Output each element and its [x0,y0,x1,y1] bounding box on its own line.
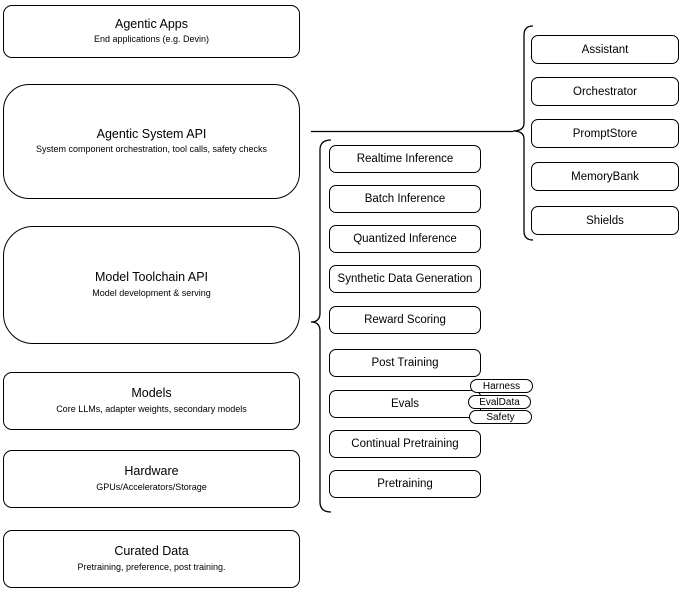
components-brace [512,25,534,241]
pill-label: Harness [482,380,521,392]
node-batch-inference: Batch Inference [329,185,481,213]
node-label: Post Training [371,357,439,369]
node-synthetic-data-generation: Synthetic Data Generation [329,265,481,293]
node-subtitle: Pretraining, preference, post training. [77,561,226,572]
node-label: Shields [586,214,624,227]
node-label: PromptStore [572,127,638,140]
toolchain-brace [310,139,332,513]
node-eval-evaldata: EvalData [468,395,531,409]
node-subtitle: GPUs/Accelerators/Storage [96,481,207,492]
node-subtitle: System component orchestration, tool cal… [35,144,268,155]
node-model-toolchain-api: Model Toolchain API Model development & … [3,226,300,344]
node-subtitle: Core LLMs, adapter weights, secondary mo… [56,403,247,414]
node-quantized-inference: Quantized Inference [329,225,481,253]
node-models: Models Core LLMs, adapter weights, secon… [3,372,300,430]
node-label: Synthetic Data Generation [337,273,473,285]
node-realtime-inference: Realtime Inference [329,145,481,173]
node-reward-scoring: Reward Scoring [329,306,481,334]
node-label: Pretraining [377,478,433,490]
node-eval-safety: Safety [469,410,532,424]
node-post-training: Post Training [329,349,481,377]
node-curated-data: Curated Data Pretraining, preference, po… [3,530,300,588]
node-agentic-system-api: Agentic System API System component orch… [3,84,300,199]
node-title: Model Toolchain API [94,270,209,285]
node-memorybank: MemoryBank [531,162,679,191]
node-orchestrator: Orchestrator [531,77,679,106]
node-label: Continual Pretraining [351,438,459,450]
pill-label: Safety [486,411,515,423]
node-assistant: Assistant [531,35,679,64]
node-promptstore: PromptStore [531,119,679,148]
pill-label: EvalData [479,396,520,408]
node-continual-pretraining: Continual Pretraining [329,430,481,458]
node-pretraining: Pretraining [329,470,481,498]
node-label: Reward Scoring [364,314,446,326]
node-label: Realtime Inference [356,153,454,165]
node-shields: Shields [531,206,679,235]
node-label: Assistant [581,43,629,56]
node-title: Models [131,386,172,401]
node-agentic-apps: Agentic Apps End applications (e.g. Devi… [3,5,300,58]
node-label: Quantized Inference [353,233,457,245]
node-title: Curated Data [114,544,189,559]
node-hardware: Hardware GPUs/Accelerators/Storage [3,450,300,508]
node-eval-harness: Harness [470,379,533,393]
node-title: Agentic System API [96,126,207,141]
node-label: MemoryBank [571,170,639,183]
node-label: Orchestrator [573,85,637,98]
node-title: Hardware [124,464,179,479]
node-subtitle: End applications (e.g. Devin) [93,34,210,45]
node-title: Agentic Apps [115,16,188,31]
node-label: Batch Inference [364,193,446,205]
node-label: Evals [390,398,420,410]
node-evals: Evals [329,390,481,418]
node-subtitle: Model development & serving [92,287,211,298]
